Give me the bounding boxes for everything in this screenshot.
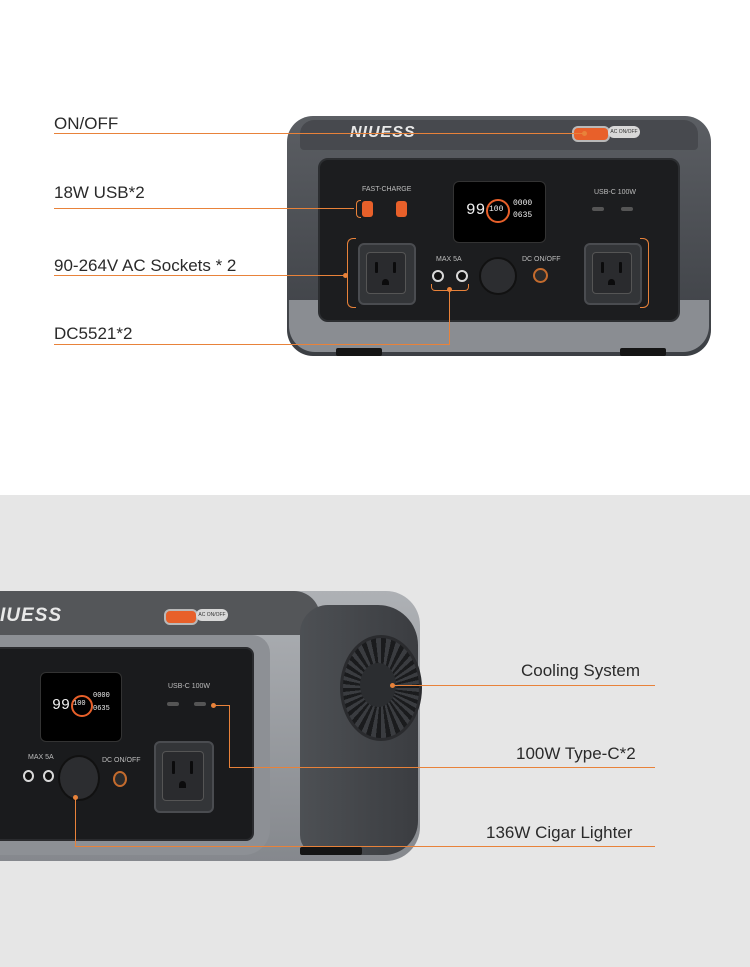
- max-label: MAX 5A: [28, 754, 54, 761]
- usbc-label: USB-C 100W: [168, 683, 211, 690]
- ac-leader: [54, 275, 344, 276]
- socket-face: [162, 751, 204, 801]
- on-off-leader: [54, 133, 584, 134]
- usb-c-port[interactable]: [621, 207, 633, 211]
- leader-dot: [73, 795, 78, 800]
- usb-bracket: [356, 200, 361, 218]
- dc-onoff-button[interactable]: [113, 771, 127, 787]
- socket-slot: [172, 761, 175, 774]
- dc-port[interactable]: [456, 270, 468, 282]
- dc-leader-vertical: [449, 290, 450, 345]
- leader-dot: [390, 683, 395, 688]
- usbc-label: USB-C 100W: [594, 189, 637, 196]
- bottom-product-view: IUESS AC ON/OFF 99 100 0000 0635 USB-C 1…: [0, 495, 750, 967]
- dc-onoff-label: DC ON/OFF: [102, 757, 141, 764]
- cigar-lighter-cap[interactable]: [58, 755, 100, 801]
- front-panel: [0, 647, 254, 841]
- screen-right-bottom: 0635: [513, 211, 533, 220]
- socket-ground: [382, 279, 389, 285]
- usb-leader: [54, 208, 354, 209]
- socket-slot: [393, 262, 396, 273]
- dc-onoff-label: DC ON/OFF: [522, 256, 561, 263]
- leader-dot: [447, 287, 452, 292]
- typec-label: 100W Type-C*2: [516, 744, 636, 763]
- top-strip: [0, 591, 320, 635]
- power-button[interactable]: [572, 126, 610, 142]
- cigar-lighter-cap[interactable]: [479, 257, 517, 295]
- socket-slot: [601, 262, 604, 273]
- usb-a-port[interactable]: [362, 201, 373, 217]
- screen-ring: [71, 695, 93, 717]
- typec-leader: [229, 767, 655, 768]
- socket-face: [366, 252, 406, 294]
- usb-c-port[interactable]: [592, 207, 604, 211]
- top-product-view: NIUESS AC ON/OFF FAST-CHARGE 99 100 0000…: [54, 114, 711, 356]
- cigar-leader-vertical: [75, 797, 76, 847]
- screen-right-top: 0000: [93, 692, 110, 700]
- dc-label: DC5521*2: [54, 324, 133, 343]
- leader-dot: [343, 273, 348, 278]
- usb-c-port[interactable]: [167, 702, 179, 706]
- brand-logo: IUESS: [0, 605, 63, 626]
- dc-port[interactable]: [23, 770, 34, 782]
- socket-slot: [375, 262, 378, 273]
- on-off-label: ON/OFF: [54, 114, 119, 133]
- cooling-leader: [393, 685, 655, 686]
- dc-leader: [54, 344, 449, 345]
- dc-port[interactable]: [432, 270, 444, 282]
- socket-ground: [179, 781, 186, 788]
- socket-ground: [608, 279, 615, 285]
- leader-dot: [582, 131, 587, 136]
- leader-dot: [211, 703, 216, 708]
- usb-label: 18W USB*2: [54, 183, 145, 202]
- power-button[interactable]: [164, 609, 198, 625]
- screen-ring: [486, 199, 510, 223]
- typec-leader-vertical: [229, 705, 230, 768]
- cigar-label: 136W Cigar Lighter: [486, 823, 633, 842]
- ac-button[interactable]: AC ON/OFF: [196, 609, 228, 621]
- cooling-label: Cooling System: [521, 661, 641, 680]
- screen-right-top: 0000: [513, 199, 533, 208]
- fast-charge-label: FAST-CHARGE: [362, 186, 412, 193]
- socket-bracket-right: [640, 238, 649, 308]
- dc-onoff-button[interactable]: [533, 268, 548, 283]
- foot: [300, 847, 362, 855]
- ac-button[interactable]: AC ON/OFF: [608, 126, 640, 138]
- screen-left-value: 99: [52, 697, 71, 714]
- socket-slot: [619, 262, 622, 273]
- typec-leader-stub: [213, 705, 230, 706]
- screen-center-value: 100: [73, 700, 86, 708]
- socket-slot: [190, 761, 193, 774]
- usb-c-port[interactable]: [194, 702, 206, 706]
- brand-logo: NIUESS: [350, 124, 416, 141]
- screen-center-value: 100: [489, 205, 504, 214]
- screen-right-bottom: 0635: [93, 705, 110, 713]
- max-label: MAX 5A: [436, 256, 462, 263]
- screen-left-value: 99: [466, 201, 486, 219]
- socket-face: [592, 252, 632, 294]
- foot: [620, 348, 666, 356]
- dc-port[interactable]: [43, 770, 54, 782]
- ac-sockets-label: 90-264V AC Sockets * 2: [54, 256, 237, 275]
- socket-bracket-left: [347, 238, 356, 308]
- foot: [336, 348, 382, 356]
- cigar-leader: [75, 846, 655, 847]
- usb-a-port[interactable]: [396, 201, 407, 217]
